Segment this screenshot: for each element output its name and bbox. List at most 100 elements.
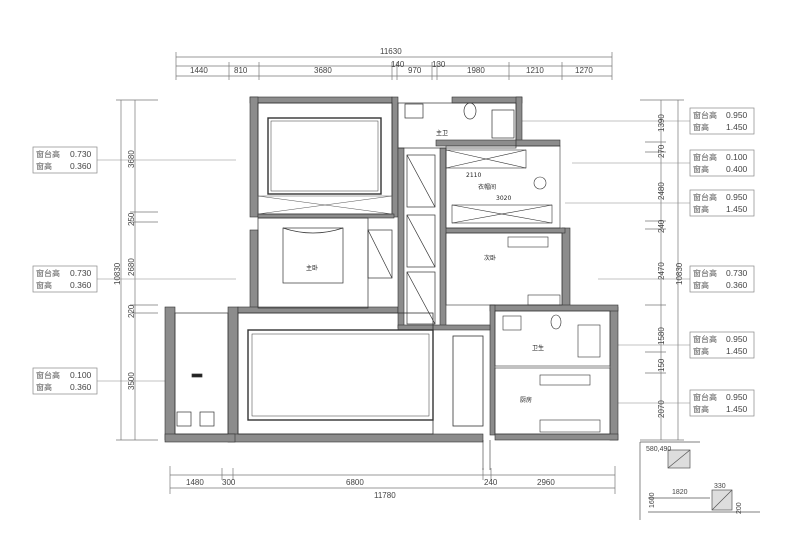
right-tag-2-height-label: 窗高 <box>693 164 709 174</box>
right-tag-3-height-label: 窗高 <box>693 204 709 214</box>
left-segment-2: 250 <box>127 212 136 226</box>
secondary-bedroom-label: 主卧 <box>306 264 318 272</box>
right-tag-6-height-value: 1.450 <box>726 404 748 414</box>
right-segment-2: 270 <box>657 144 666 158</box>
secondary-bedroom-area <box>257 217 393 309</box>
left-tag-1-height-label: 窗高 <box>36 161 52 171</box>
right-window-tag-5: 窗台高 0.950 窗高 1.450 <box>615 331 755 359</box>
master-bath-area <box>397 102 517 149</box>
detail-side-1: 1600 <box>649 492 656 508</box>
top-segment-7: 1980 <box>467 66 485 75</box>
right-segment-8: 2070 <box>657 400 666 418</box>
top-segment-9: 1270 <box>575 66 593 75</box>
bedroom-2-area <box>445 232 563 306</box>
right-segment-6: 1580 <box>657 327 666 345</box>
right-window-tag-4: 窗台高 0.730 窗高 0.360 <box>598 265 755 293</box>
right-tag-1-sill-value: 0.950 <box>726 110 748 120</box>
left-segment-3: 2680 <box>127 258 136 276</box>
top-segment-4: 140 <box>391 60 405 69</box>
right-window-tag-1: 窗台高 0.950 窗高 1.450 <box>520 107 755 135</box>
left-tag-2-sill-label: 窗台高 <box>36 268 60 278</box>
closet-area <box>445 145 561 229</box>
left-tag-2-height-label: 窗高 <box>36 280 52 290</box>
left-total-dimension: 10830 <box>113 262 122 285</box>
top-segment-5: 970 <box>408 66 422 75</box>
right-tag-5-height-label: 窗高 <box>693 346 709 356</box>
right-tag-1-height-label: 窗高 <box>693 122 709 132</box>
right-tag-5-height-value: 1.450 <box>726 346 748 356</box>
left-tag-1-sill-value: 0.730 <box>70 149 92 159</box>
right-window-tag-3: 窗台高 0.950 窗高 1.450 <box>565 189 755 217</box>
right-tag-3-sill-value: 0.950 <box>726 192 748 202</box>
left-tag-3-height-label: 窗高 <box>36 382 52 392</box>
right-tag-6-sill-value: 0.950 <box>726 392 748 402</box>
right-tag-5-sill-label: 窗台高 <box>693 334 717 344</box>
right-total-dimension: 10830 <box>675 262 684 285</box>
kitchen-area <box>494 367 611 435</box>
corridor-cabinets <box>406 154 436 325</box>
right-tag-4-height-label: 窗高 <box>693 280 709 290</box>
left-segment-1: 3680 <box>127 150 136 168</box>
bedroom-2-label: 次卧 <box>484 254 496 262</box>
closet-width-top: 2110 <box>466 172 481 179</box>
right-segment-4: 240 <box>657 219 666 233</box>
left-segment-4: 220 <box>127 304 136 318</box>
top-dimension-chain <box>175 52 613 80</box>
right-segment-5: 2470 <box>657 262 666 280</box>
top-segment-1: 1440 <box>190 66 208 75</box>
right-tag-2-height-value: 0.400 <box>726 164 748 174</box>
left-tag-1-sill-label: 窗台高 <box>36 149 60 159</box>
right-segment-3: 2480 <box>657 182 666 200</box>
left-window-tag-1: 窗台高 0.730 窗高 0.360 <box>32 146 236 174</box>
left-tag-3-sill-label: 窗台高 <box>36 370 60 380</box>
right-tag-6-sill-label: 窗台高 <box>693 392 717 402</box>
right-tag-4-sill-value: 0.730 <box>726 268 748 278</box>
master-bath-label: 主卫 <box>436 129 448 137</box>
right-tag-3-sill-label: 窗台高 <box>693 192 717 202</box>
right-tag-1-sill-label: 窗台高 <box>693 110 717 120</box>
right-segment-7: 150 <box>657 358 666 372</box>
bottom-segment-3: 6800 <box>346 478 364 487</box>
right-window-tag-6: 窗台高 0.950 窗高 1.450 <box>615 389 755 417</box>
left-tag-2-height-value: 0.360 <box>70 280 92 290</box>
closet-width-bottom: 3020 <box>496 195 511 202</box>
kitchen-label: 厨房 <box>520 396 532 404</box>
top-segment-3: 3680 <box>314 66 332 75</box>
bottom-total-dimension: 11780 <box>374 491 396 500</box>
left-tag-1-height-value: 0.360 <box>70 161 92 171</box>
detail-top-value: 580,490 <box>646 446 671 453</box>
right-tag-2-sill-label: 窗台高 <box>693 152 717 162</box>
bottom-segment-1: 1480 <box>186 478 204 487</box>
right-tag-6-height-label: 窗高 <box>693 404 709 414</box>
top-segment-6: 130 <box>432 60 446 69</box>
right-tag-2-sill-value: 0.100 <box>726 152 748 162</box>
right-dimension-chain <box>640 99 684 441</box>
master-bedroom-suite <box>257 102 393 215</box>
left-window-tag-3: 窗台高 0.100 窗高 0.360 <box>32 367 168 395</box>
detail-width-1: 1820 <box>672 489 688 496</box>
right-tag-5-sill-value: 0.950 <box>726 334 748 344</box>
left-window-tag-2: 窗台高 0.730 窗高 0.360 <box>32 265 236 293</box>
balcony-area <box>174 312 229 435</box>
right-tag-4-height-value: 0.360 <box>726 280 748 290</box>
left-tag-3-sill-value: 0.100 <box>70 370 92 380</box>
detail-side-2: 200 <box>736 502 743 514</box>
bottom-dimension-chain <box>169 466 616 494</box>
detail-width-2: 330 <box>714 483 726 490</box>
left-tag-2-sill-value: 0.730 <box>70 268 92 278</box>
top-segment-2: 810 <box>234 66 248 75</box>
right-window-tag-2: 窗台高 0.100 窗高 0.400 <box>572 149 755 177</box>
bottom-segment-2: 300 <box>222 478 236 487</box>
bathroom-2-area <box>494 310 611 367</box>
left-dimension-chain <box>116 99 158 441</box>
right-tag-1-height-value: 1.450 <box>726 122 748 132</box>
plan-walls <box>164 96 619 443</box>
right-tag-3-height-value: 1.450 <box>726 204 748 214</box>
closet-label: 衣帽间 <box>478 183 496 191</box>
wardrobe-strip-1 <box>257 195 393 215</box>
top-total-dimension: 11630 <box>380 47 402 56</box>
bathroom-2-label: 卫生 <box>532 344 544 352</box>
detail-inset <box>639 441 760 520</box>
left-tag-3-height-value: 0.360 <box>70 382 92 392</box>
